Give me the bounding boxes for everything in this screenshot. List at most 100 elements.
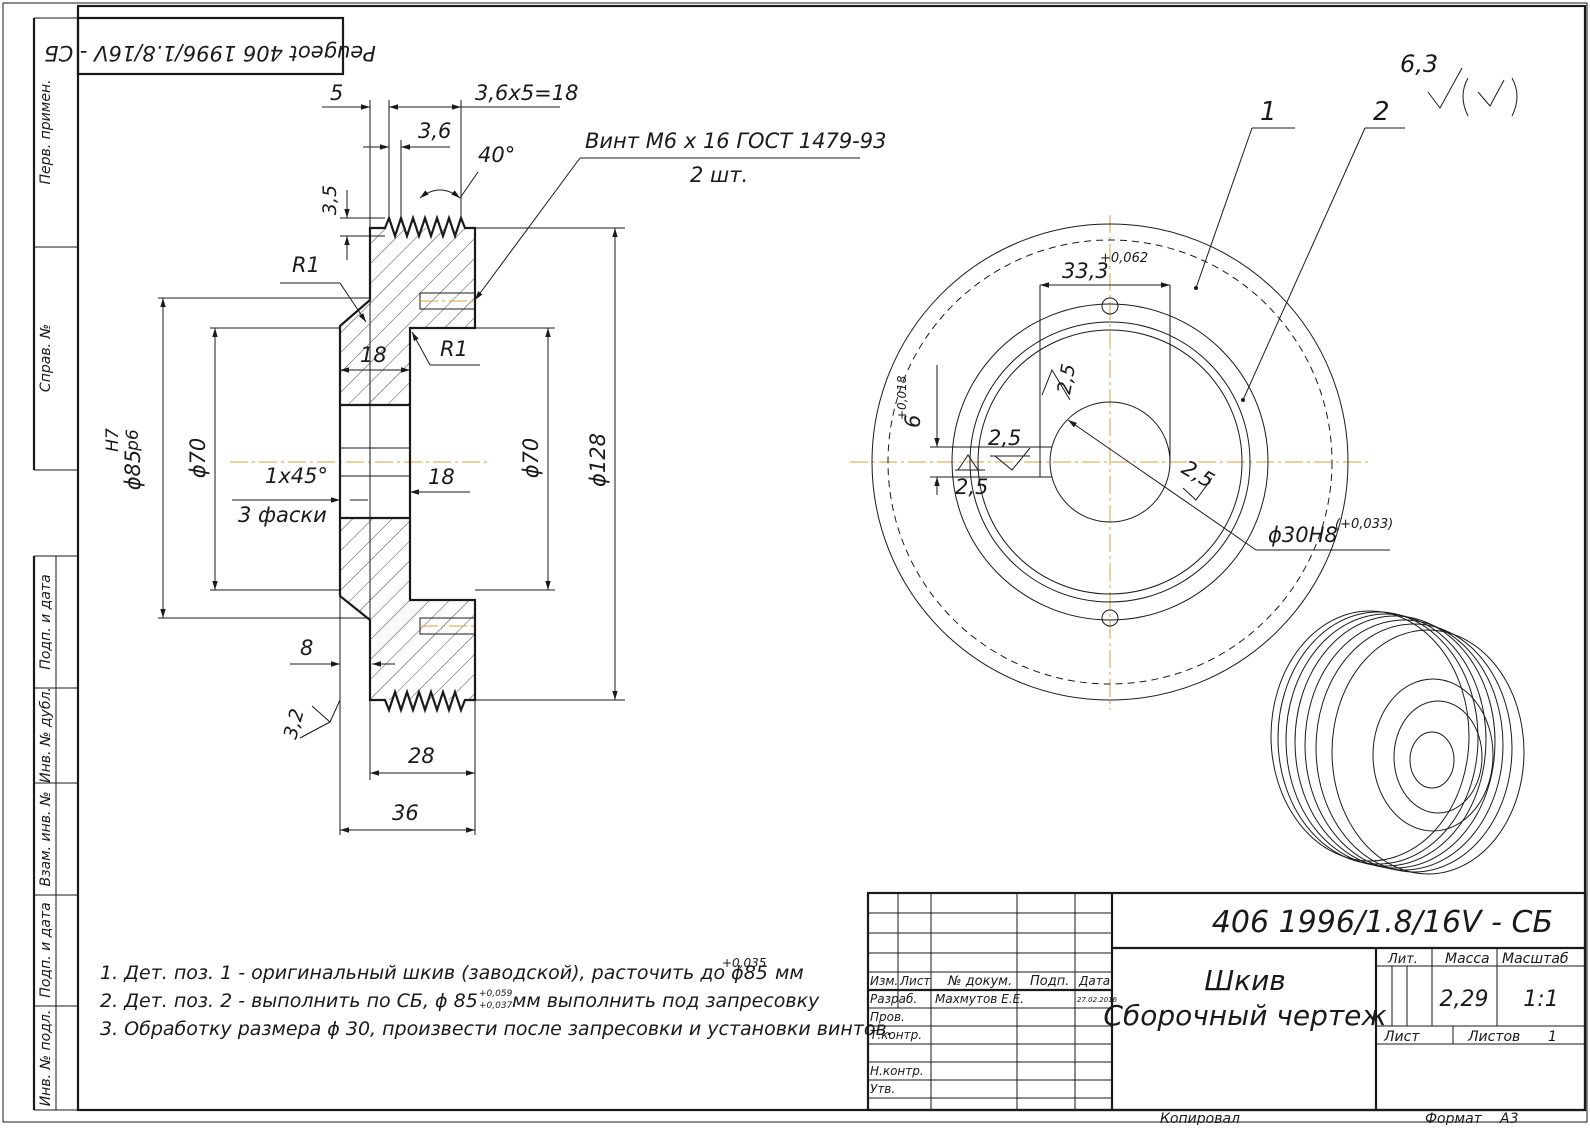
- screw-hole-bottom: [1101, 609, 1119, 627]
- row-nkontr: Н.контр.: [870, 1064, 924, 1078]
- lit-label: Лит.: [1387, 952, 1418, 967]
- isometric-view: [1270, 610, 1525, 875]
- dim-groove: 3,6: [418, 119, 451, 143]
- dim-key-width-tol: +0,062: [1100, 251, 1148, 266]
- insert-circle: [969, 321, 1251, 603]
- col-doc: № докум.: [947, 974, 1012, 989]
- dim-chamfer: 1x45°: [265, 464, 328, 488]
- pulley-upper-body: [340, 228, 475, 380]
- developer-date: 27.02.2016: [1077, 996, 1118, 1004]
- rough-key-top: 2,5: [1053, 362, 1080, 396]
- front-view: 1 2 33,3 +0,062 6 +0,018 2,5 2,5 2,5 2,5: [850, 97, 1405, 710]
- row-tkontr: Т.контр.: [870, 1028, 922, 1042]
- roughness-value: 6,3: [1400, 50, 1438, 78]
- screw-callout: Винт М6 x 16 ГОСТ 1479-93: [585, 129, 887, 153]
- dim-angle: 40°: [478, 143, 515, 167]
- hub-outer-circle: [951, 303, 1269, 621]
- note-2-tol-dn: +0,037: [479, 1001, 513, 1011]
- dim-18-mid: 18: [428, 465, 455, 489]
- scale-label: Масштаб: [1502, 951, 1569, 967]
- dim-fit-p: p6: [123, 429, 143, 452]
- note-1: 1. Дет. поз. 1 - оригинальный шкив (заво…: [100, 962, 768, 984]
- rough-key-bottom: 2,5: [955, 475, 988, 499]
- dim-d70-right: ϕ70: [519, 438, 543, 479]
- strip-label-0: Перв. примен.: [38, 79, 54, 184]
- strip-label-5: Подп. и дата: [38, 902, 54, 997]
- dim-18-top: 18: [360, 343, 387, 367]
- title-name: Шкив: [1204, 964, 1286, 997]
- note-1-unit: мм: [775, 962, 804, 984]
- dim-r1-inner: R1: [440, 337, 468, 361]
- dim-36: 36: [392, 801, 419, 825]
- groove-root-circle: [887, 239, 1333, 685]
- mass-label: Масса: [1445, 951, 1490, 967]
- note-2-tail: мм выполнить под запресовку: [512, 990, 820, 1012]
- dim-28: 28: [408, 744, 435, 768]
- inner-frame: [76, 4, 1587, 1112]
- hub-upper: [340, 380, 410, 405]
- col-date: Дата: [1078, 974, 1110, 988]
- dim-pitch: 3,6x5=18: [475, 81, 579, 105]
- copied-label: Копировал: [1160, 1111, 1240, 1125]
- pulley-lower-body: [340, 545, 475, 700]
- designation: 406 1996/1.8/16V - СБ: [1212, 905, 1553, 940]
- dim-d70-left: ϕ70: [186, 438, 210, 479]
- dim-8: 8: [300, 636, 313, 660]
- hub-lower: [340, 518, 410, 545]
- note-2: 2. Дет. поз. 2 - выполнить по СБ, ϕ 85: [100, 990, 478, 1012]
- strip-label-1: Справ. №: [38, 324, 54, 392]
- technical-notes: 1. Дет. поз. 1 - оригинальный шкив (заво…: [100, 956, 893, 1040]
- format-label: Формат: [1425, 1111, 1483, 1125]
- dim-key-width: 33,3: [1062, 259, 1109, 283]
- sheets-label: Листов: [1467, 1029, 1520, 1045]
- screw-qty: 2 шт.: [690, 163, 748, 187]
- roughness-general: 6,3: [1400, 50, 1518, 117]
- strip-label-2: Подп. и дата: [38, 574, 54, 669]
- dim-d128: ϕ128: [586, 433, 610, 487]
- strip-label-4: Взам. инв. №: [38, 791, 54, 886]
- strip-label-3: Инв. № дубл.: [38, 687, 54, 783]
- section-view: 5 3,6x5=18 3,6 40° 3,5 Винт М6 x 16 ГОСТ…: [103, 81, 887, 835]
- stamp-text: Peugeot 406 1996/1.8/16V - СБ: [44, 41, 376, 65]
- row-razrab: Разраб.: [870, 992, 917, 1006]
- position-2: 2: [1373, 97, 1390, 127]
- dim-key-depth: 6: [901, 415, 925, 428]
- col-list: Лист: [899, 974, 931, 988]
- dim-fit-h: H7: [103, 428, 123, 452]
- sheets-count: 1: [1548, 1029, 1557, 1045]
- dim-r1-outer: R1: [292, 253, 320, 277]
- dim-5: 5: [330, 81, 343, 105]
- dim-bore: ϕ30H8: [1268, 523, 1338, 547]
- rough-bore: 2,5: [1178, 456, 1219, 493]
- note-2-tol-up: +0,059: [479, 989, 513, 999]
- row-prov: Пров.: [870, 1010, 905, 1024]
- side-strip: Перв. примен. Справ. № Подп. и дата Инв.…: [32, 17, 78, 1111]
- top-stamp: Peugeot 406 1996/1.8/16V - СБ: [44, 16, 376, 76]
- screw-hole-top: [1101, 297, 1119, 315]
- format-value: А3: [1499, 1111, 1518, 1125]
- dim-depth: 3,5: [319, 185, 341, 215]
- dim-fit-d: ϕ85: [121, 450, 145, 491]
- row-utv: Утв.: [870, 1082, 895, 1096]
- outer-rim: [871, 223, 1349, 701]
- dim-key-depth-tol: +0,018: [895, 375, 909, 420]
- note-1-tol: +0,035: [722, 956, 766, 970]
- title-subname: Сборочный чертеж: [1103, 999, 1386, 1032]
- title-block: 406 1996/1.8/16V - СБ Шкив Сборочный чер…: [866, 891, 1587, 1127]
- position-1: 1: [1260, 97, 1277, 127]
- mass-value: 2,29: [1440, 987, 1489, 1012]
- col-sign: Подп.: [1030, 974, 1069, 989]
- sheet-label: Лист: [1383, 1029, 1420, 1045]
- note-3: 3. Обработку размера ϕ 30, произвести по…: [100, 1018, 893, 1040]
- rough-key-side: 2,5: [988, 426, 1021, 450]
- developer-name: Махмутов Е.Е.: [935, 992, 1024, 1006]
- strip-label-6: Инв. № подл.: [38, 1010, 54, 1107]
- scale-value: 1:1: [1523, 987, 1558, 1012]
- key-slot: [1039, 446, 1052, 478]
- col-izm: Изм.: [870, 974, 898, 988]
- dim-bore-tol: (+0,033): [1335, 517, 1393, 532]
- chamfer-note: 3 фаски: [238, 503, 327, 527]
